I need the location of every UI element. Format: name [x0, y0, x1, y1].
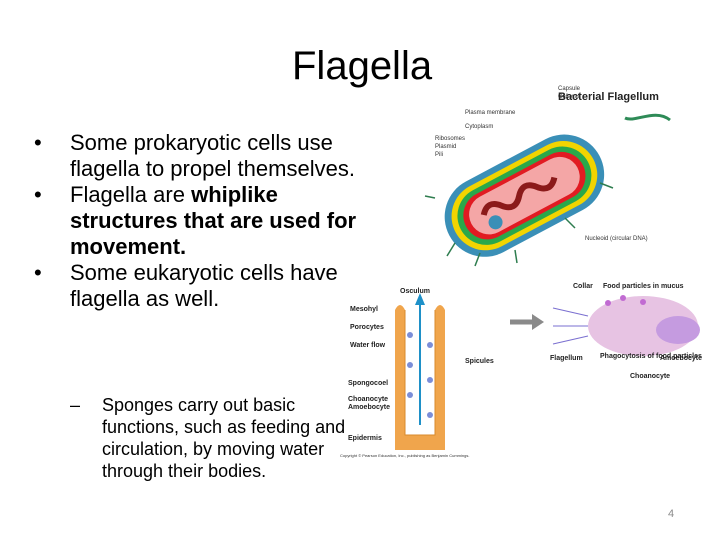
- label-flagellum: Flagellum: [550, 355, 583, 362]
- bullet-text: Some eukaryotic cells have flagella as w…: [70, 260, 338, 311]
- slide-number: 4: [668, 508, 675, 520]
- sponge-figure: Osculum Mesohyl Porocytes Water flow Spo…: [340, 288, 494, 458]
- bullet-text-bold: whiplike structures that are used for mo…: [70, 182, 357, 259]
- bullet-text: Flagella are whiplike structures that ar…: [70, 182, 364, 260]
- label-osculum: Osculum: [400, 288, 430, 295]
- figure-credit: Copyright © Pearson Education, Inc., pub…: [340, 453, 469, 458]
- bullet-dot: •: [34, 182, 42, 207]
- bullet-list: • Some prokaryotic cells use flagella to …: [34, 130, 364, 312]
- label-choanocyte-2: Choanocyte: [630, 373, 670, 380]
- label-mesohyl: Mesohyl: [350, 306, 378, 313]
- dash-marker: –: [70, 395, 81, 415]
- label-cytoplasm: Cytoplasm: [465, 124, 493, 130]
- bullet-text-plain: Flagella are: [70, 182, 192, 207]
- choanocyte-figure: Collar Food particles in mucus Flagellum…: [550, 283, 702, 380]
- label-pili: Pili: [435, 152, 443, 158]
- sub-bullet-text: Sponges carry out basic functions, such …: [102, 395, 346, 481]
- label-water-flow: Water flow: [350, 342, 386, 349]
- label-epidermis: Epidermis: [348, 435, 382, 442]
- figure-title: Bacterial Flagellum: [558, 91, 659, 103]
- label-spongocoel: Spongocoel: [348, 380, 388, 387]
- label-plasmid: Plasmid: [435, 144, 456, 150]
- label-food-particles: Food particles in mucus: [603, 283, 684, 290]
- bullet-text: Some prokaryotic cells use flagella to p…: [70, 130, 355, 181]
- label-cell-wall: Cell wall: [558, 94, 580, 100]
- label-nucleoid: Nucleoid (circular DNA): [585, 236, 648, 242]
- label-porocytes: Porocytes: [350, 324, 384, 331]
- label-spicules: Spicules: [465, 358, 494, 365]
- sub-bullet: – Sponges carry out basic functions, such…: [70, 394, 360, 482]
- bacterial-flagellum-figure: Bacterial Flagellum Capsule Cell wall Pl…: [424, 86, 671, 267]
- bullet-item: • Some eukaryotic cells have flagella as …: [34, 260, 364, 312]
- arrow-icon: [510, 314, 544, 330]
- bullet-dot: •: [34, 130, 42, 155]
- label-collar: Collar: [573, 283, 593, 290]
- label-choanocyte: Choanocyte: [348, 396, 388, 403]
- bullet-dot: •: [34, 260, 42, 285]
- label-amoebocyte-2: Amoebocyte: [660, 355, 702, 362]
- slide-title: Flagella: [292, 44, 433, 88]
- label-phagocytosis: Phagocytosis of food particles: [600, 353, 702, 360]
- label-capsule: Capsule: [558, 86, 581, 92]
- label-ribosomes: Ribosomes: [435, 136, 465, 142]
- label-amoebocyte: Amoebocyte: [348, 404, 390, 411]
- label-plasma-membrane: Plasma membrane: [465, 110, 516, 116]
- bullet-item: • Flagella are whiplike structures that a…: [34, 182, 364, 260]
- bullet-item: • Some prokaryotic cells use flagella to …: [34, 130, 364, 182]
